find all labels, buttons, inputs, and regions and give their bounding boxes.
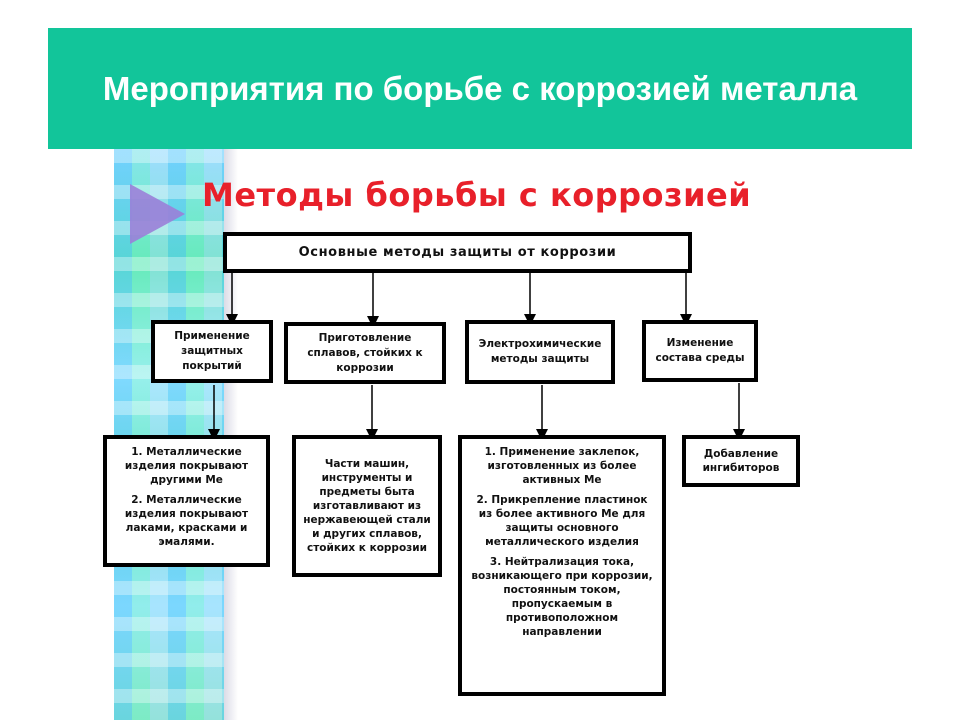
triangle-ornament-icon: [130, 184, 185, 244]
slide-title: Мероприятия по борьбе с коррозией металл…: [102, 69, 858, 107]
slide-header: Мероприятия по борьбе с коррозией металл…: [48, 28, 912, 149]
method-node-label: Электрохимические методы защиты: [478, 338, 602, 365]
method-node-electrochemical: Электрохимические методы защиты: [465, 320, 615, 384]
method-node-label: Приготовление сплавов, стойких к коррози…: [307, 331, 423, 374]
detail-node-coatings: 1. Металлические изделия покрывают други…: [103, 435, 270, 567]
method-node-environment: Изменение состава среды: [642, 320, 758, 382]
decorative-strip: [100, 149, 238, 720]
detail-node-environment: Добавление ингибиторов: [682, 435, 800, 487]
detail-item: 3. Нейтрализация тока, возникающего при …: [471, 556, 653, 638]
detail-node-electrochemical: 1. Применение заклепок, изготовленных из…: [458, 435, 666, 696]
root-node: Основные методы защиты от коррозии: [223, 232, 692, 273]
method-node-label: Применение защитных покрытий: [174, 330, 250, 372]
method-node-coatings: Применение защитных покрытий: [151, 320, 273, 383]
method-node-label: Изменение состава среды: [655, 337, 745, 364]
detail-item: 2. Прикрепление пластинок из более актив…: [476, 494, 648, 548]
detail-item: Части машин, инструменты и предметы быта…: [303, 458, 431, 554]
diagram-heading: Методы борьбы с коррозией: [202, 176, 752, 214]
mosaic-band: [114, 149, 224, 720]
band-shadow: [224, 149, 238, 720]
detail-item: 2. Металлические изделия покрывают лакам…: [124, 494, 249, 548]
root-node-label: Основные методы защиты от коррозии: [298, 245, 617, 260]
detail-item: 1. Применение заклепок, изготовленных из…: [484, 446, 640, 486]
detail-item: 1. Металлические изделия покрывают други…: [124, 446, 249, 486]
detail-node-alloys: Части машин, инструменты и предметы быта…: [292, 435, 442, 577]
method-node-alloys: Приготовление сплавов, стойких к коррози…: [284, 322, 446, 384]
detail-item: Добавление ингибиторов: [702, 448, 780, 474]
